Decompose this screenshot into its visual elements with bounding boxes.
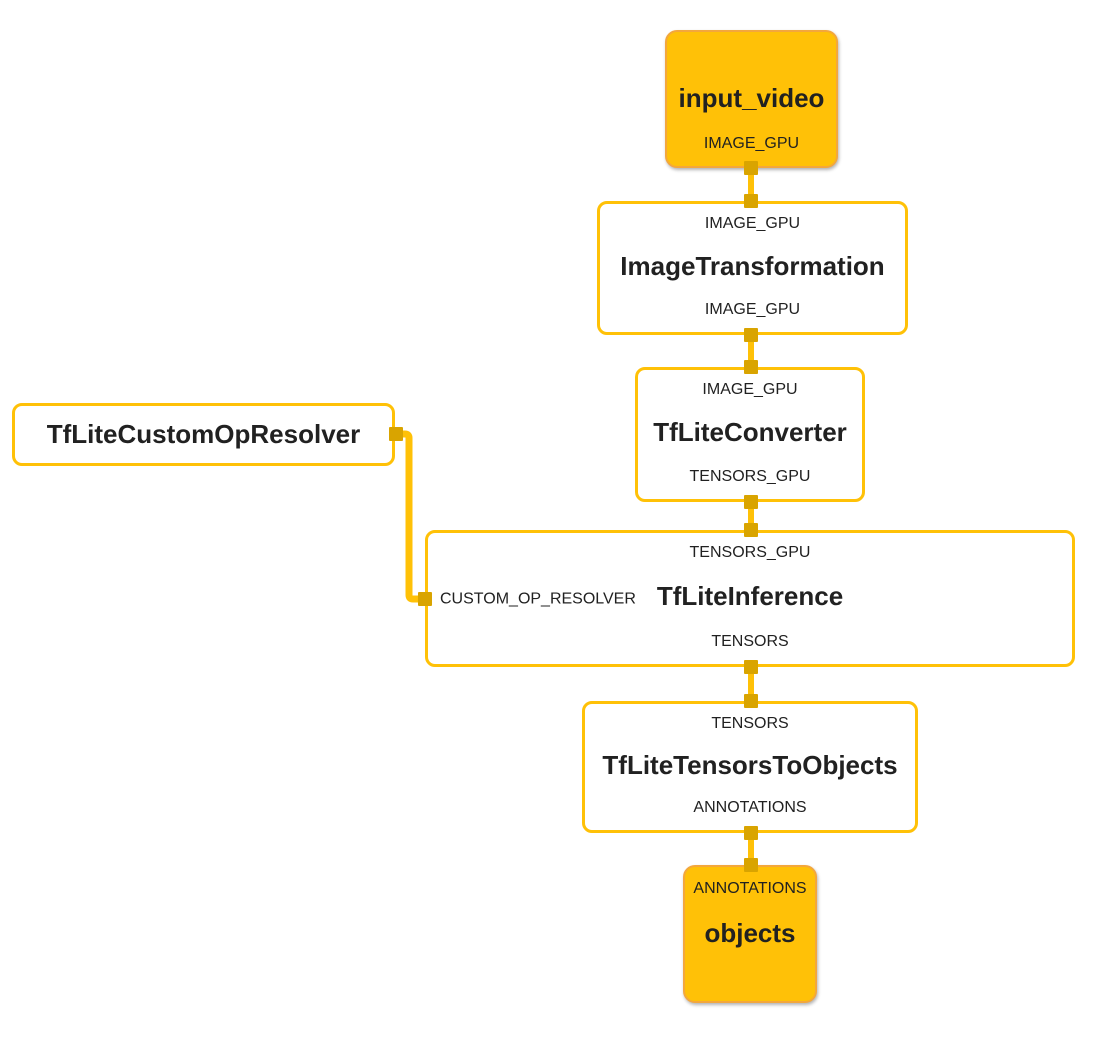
node-title: ImageTransformation — [620, 250, 885, 281]
node-title: TfLiteConverter — [653, 417, 847, 448]
node-tflite-custom-op-resolver[interactable]: TfLiteCustomOpResolver — [12, 403, 395, 466]
output-stream-label: TENSORS — [711, 632, 789, 650]
node-title: TfLiteInference — [656, 581, 844, 612]
output-stream-label: ANNOTATIONS — [693, 798, 807, 816]
node-title: objects — [704, 918, 796, 949]
node-tflite-converter[interactable]: IMAGE_GPU TfLiteConverter TENSORS_GPU — [635, 367, 865, 502]
node-input-video[interactable]: input_video IMAGE_GPU — [665, 30, 838, 168]
node-title: input_video — [678, 83, 825, 114]
input-stream-label: TENSORS_GPU — [689, 544, 811, 561]
node-image-transformation[interactable]: IMAGE_GPU ImageTransformation IMAGE_GPU — [597, 201, 908, 335]
node-tflite-tensors-to-objects[interactable]: TENSORS TfLiteTensorsToObjects ANNOTATIO… — [582, 701, 918, 833]
input-stream-label: IMAGE_GPU — [702, 381, 798, 398]
input-stream-label: IMAGE_GPU — [704, 215, 801, 232]
output-stream-label: IMAGE_GPU — [703, 134, 800, 152]
node-title: TfLiteCustomOpResolver — [46, 418, 361, 449]
output-stream-label: TENSORS_GPU — [689, 467, 811, 485]
side-packet-label: CUSTOM_OP_RESOLVER — [440, 589, 636, 607]
input-stream-label: TENSORS — [711, 715, 789, 732]
node-objects[interactable]: ANNOTATIONS objects — [683, 865, 817, 1003]
node-tflite-inference[interactable]: TENSORS_GPU TfLiteInference TENSORS CUST… — [425, 530, 1075, 667]
output-stream-label: IMAGE_GPU — [704, 300, 801, 318]
node-title: TfLiteTensorsToObjects — [602, 749, 898, 780]
input-stream-label: ANNOTATIONS — [693, 880, 807, 897]
